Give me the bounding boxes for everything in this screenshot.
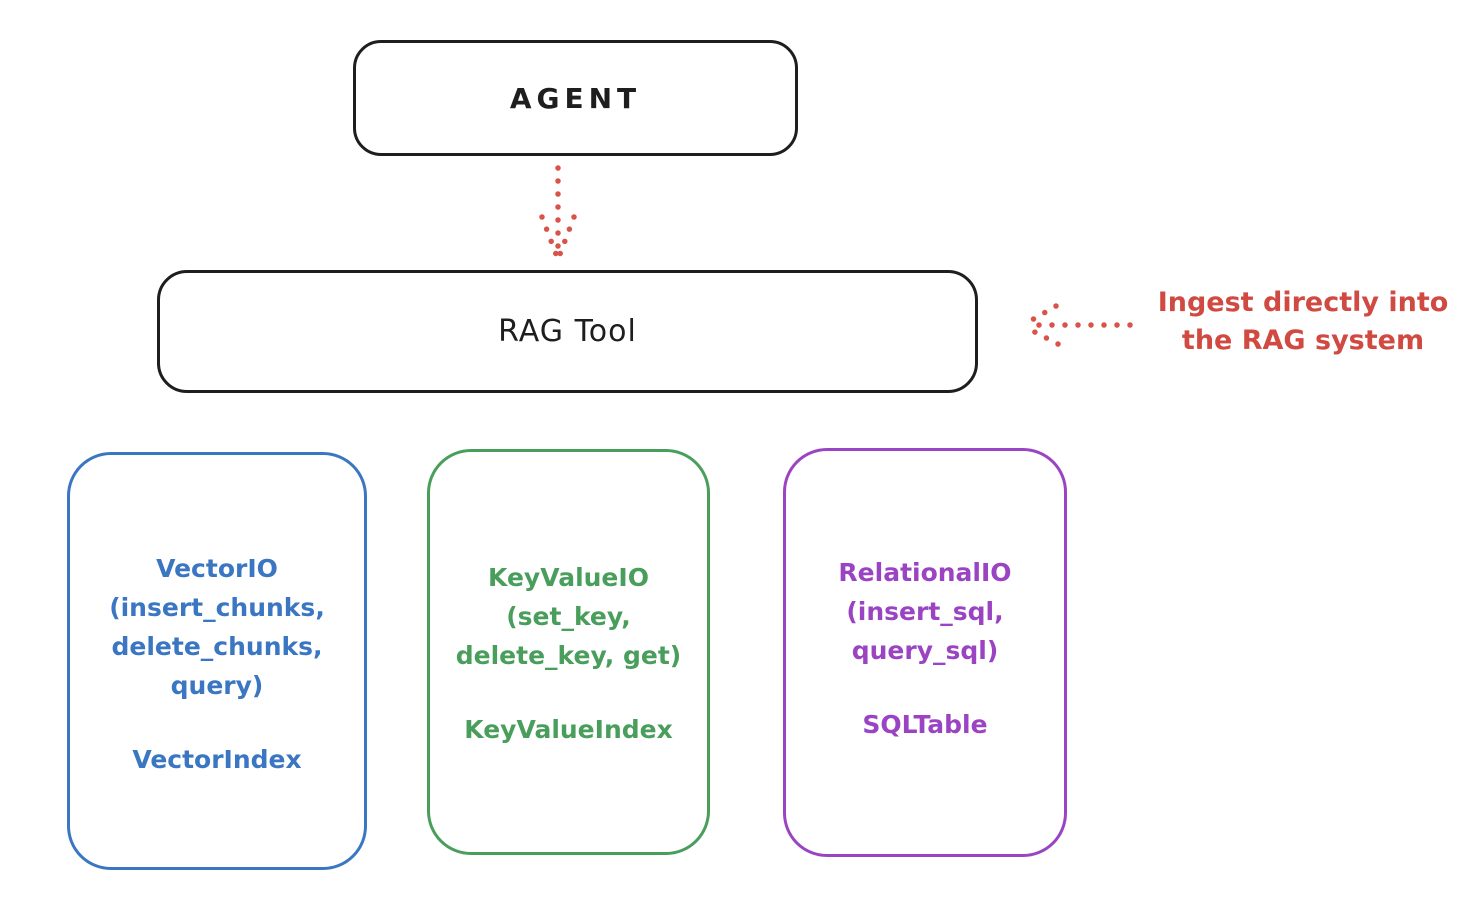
dotted-down-arrow	[539, 165, 577, 260]
keyvalue-io-line: (set_key,	[506, 602, 631, 631]
vector-index-label: VectorIndex	[132, 745, 302, 774]
keyvalue-io-title: KeyValueIO	[488, 563, 649, 592]
agent-label: AGENT	[509, 81, 642, 115]
ingest-annotation: Ingest directly into the RAG system	[1136, 284, 1470, 360]
keyvalue-io-node: KeyValueIO (set_key, delete_key, get) Ke…	[427, 449, 710, 855]
vector-io-title: VectorIO	[156, 554, 278, 583]
agent-node: AGENT	[353, 40, 798, 156]
rag-tool-node: RAG Tool	[157, 270, 978, 393]
vector-io-node: VectorIO (insert_chunks, delete_chunks, …	[67, 452, 367, 870]
vector-io-line: (insert_chunks,	[109, 593, 325, 622]
keyvalue-io-line: delete_key, get)	[455, 641, 682, 670]
vector-io-line: query)	[170, 671, 264, 700]
keyvalue-index-label: KeyValueIndex	[464, 715, 673, 744]
sqltable-label: SQLTable	[862, 710, 988, 739]
relational-io-line: (insert_sql,	[846, 597, 1004, 626]
relational-io-title: RelationalIO	[838, 558, 1012, 587]
relational-io-line: query_sql)	[851, 636, 999, 665]
ingest-annotation-line2: the RAG system	[1181, 325, 1425, 356]
relational-io-node: RelationalIO (insert_sql, query_sql) SQL…	[783, 448, 1067, 857]
dotted-left-arrow	[1022, 303, 1133, 347]
vector-io-line: delete_chunks,	[111, 632, 323, 661]
ingest-annotation-line1: Ingest directly into	[1157, 287, 1449, 318]
rag-tool-label: RAG Tool	[498, 314, 637, 349]
